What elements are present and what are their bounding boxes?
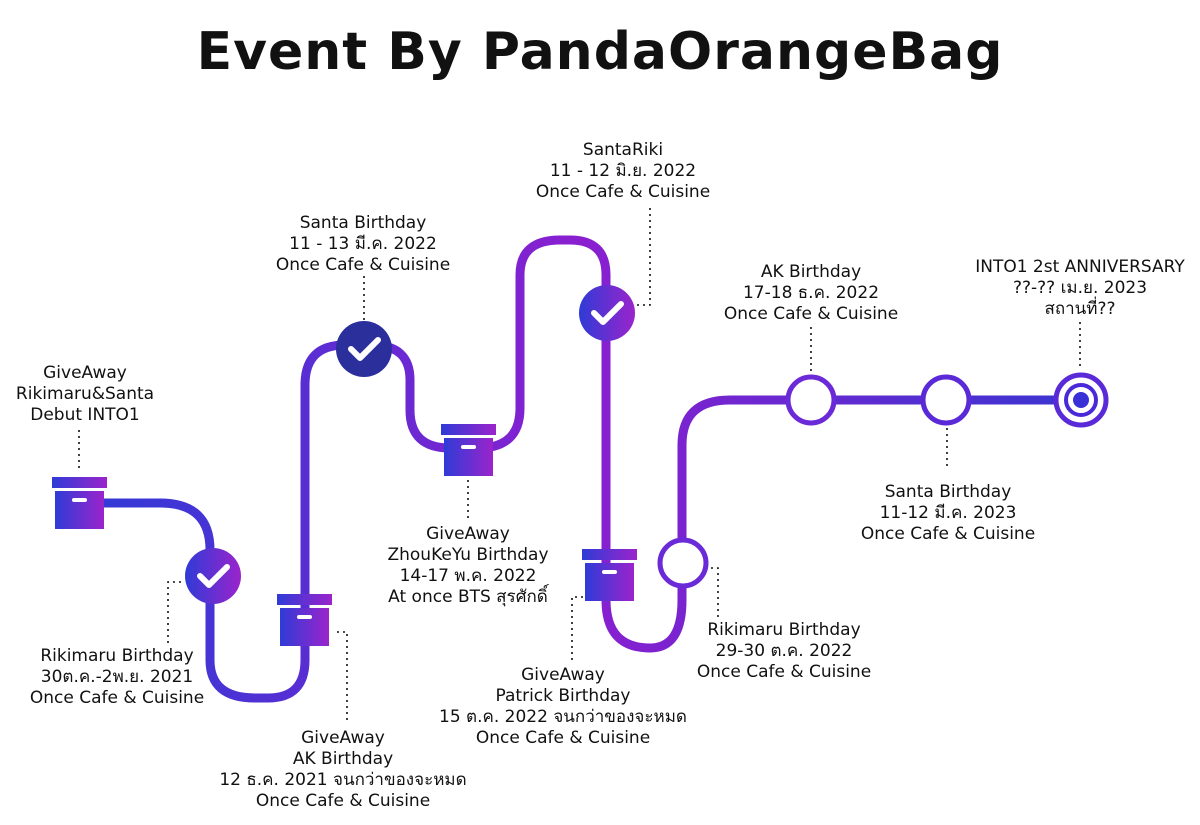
ring-icon xyxy=(920,374,972,426)
check-icon xyxy=(336,321,392,377)
check-icon xyxy=(579,285,635,341)
leader-line xyxy=(336,631,348,720)
target-icon xyxy=(1053,372,1109,428)
leader-line xyxy=(571,596,583,660)
leader-line xyxy=(167,581,185,643)
box-icon xyxy=(441,424,496,476)
box-icon xyxy=(52,477,107,529)
leader-line xyxy=(636,208,651,306)
box-icon xyxy=(582,549,637,601)
ring-icon xyxy=(785,374,837,426)
box-icon xyxy=(277,594,332,646)
leader-lines xyxy=(78,208,1081,720)
leader-line xyxy=(708,567,719,617)
check-icon xyxy=(185,548,241,604)
page-title: Event By PandaOrangeBag xyxy=(196,22,1004,82)
ring-icon xyxy=(657,537,709,589)
